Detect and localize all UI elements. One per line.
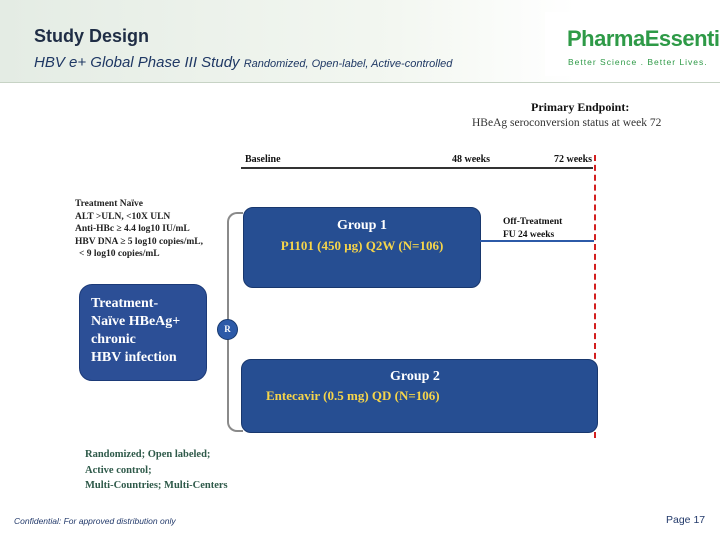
population-label: Treatment- Naïve HBeAg+ chronic HBV infe…: [91, 295, 180, 367]
population-line-2: Naïve HBeAg+: [91, 314, 181, 329]
note-multi-center: Multi-Countries; Multi-Centers: [85, 480, 228, 491]
slide-title: Study Design: [34, 26, 150, 46]
logo-name: PharmaEssentia: [567, 26, 720, 51]
page-number: Page 17: [666, 514, 706, 526]
primary-endpoint-label: Primary Endpoint:: [531, 100, 630, 114]
design-notes: Randomized; Open labeled; Active control…: [85, 447, 228, 494]
criteria-hbv-dna-min: HBV DNA ≥ 5 log10 copies/mL,: [75, 236, 204, 247]
population-line-4: HBV infection: [91, 350, 177, 365]
confidential-footer: Confidential: For approved distribution …: [14, 516, 176, 526]
criteria-treatment-naive: Treatment Naïve: [75, 199, 143, 209]
randomization-node: R: [217, 319, 238, 340]
group-1-name: Group 1: [337, 218, 387, 233]
group-1-followup-line: [480, 240, 594, 242]
criteria-hbv-dna-max: < 9 log10 copies/mL: [79, 249, 160, 259]
timeline-baseline-label: Baseline: [245, 154, 281, 165]
criteria-anti-hbc: Anti-HBc ≥ 4.4 log10 IU/mL: [75, 224, 190, 234]
timeline-48-weeks-label: 48 weeks: [452, 154, 491, 165]
group-1-box: Group 1 P1101 (450 μg) Q2W (N=106): [243, 207, 481, 288]
subtitle-main: HBV e+ Global Phase III Study: [34, 54, 240, 71]
timeline-72-weeks-label: 72 weeks: [554, 154, 593, 165]
logo-tagline: Better Science . Better Lives.: [568, 57, 708, 67]
note-active-control: Active control;: [85, 464, 152, 476]
group-2-box: Group 2 Entecavir (0.5 mg) QD (N=106): [241, 359, 598, 433]
note-randomized: Randomized; Open labeled;: [85, 449, 211, 460]
primary-endpoint-line: [594, 155, 596, 438]
group-2-name: Group 2: [390, 369, 440, 384]
slide-header: Study Design HBV e+ Global Phase III Stu…: [0, 0, 720, 83]
primary-endpoint-description: HBeAg seroconversion status at week 72: [472, 117, 662, 129]
group-2-treatment: Entecavir (0.5 mg) QD (N=106): [266, 388, 440, 403]
inclusion-criteria: Treatment Naïve ALT >ULN, <10X ULN Anti-…: [75, 198, 203, 261]
off-treatment-label: Off-Treatment FU 24 weeks: [503, 216, 562, 241]
off-treatment-line-1: Off-Treatment: [503, 217, 563, 227]
group-1-treatment: P1101 (450 μg) Q2W (N=106): [280, 238, 444, 253]
company-logo: PharmaEssentia Better Science . Better L…: [545, 12, 720, 76]
population-line-3: chronic: [91, 332, 136, 347]
slide-subtitle: HBV e+ Global Phase III Study Randomized…: [34, 54, 452, 71]
criteria-alt: ALT >ULN, <10X ULN: [75, 211, 171, 222]
population-line-1: Treatment-: [91, 296, 159, 311]
population-box: Treatment- Naïve HBeAg+ chronic HBV infe…: [79, 284, 207, 381]
off-treatment-line-2: FU 24 weeks: [503, 229, 555, 240]
timeline-axis: [241, 167, 593, 169]
subtitle-detail: Randomized, Open-label, Active-controlle…: [243, 58, 453, 70]
